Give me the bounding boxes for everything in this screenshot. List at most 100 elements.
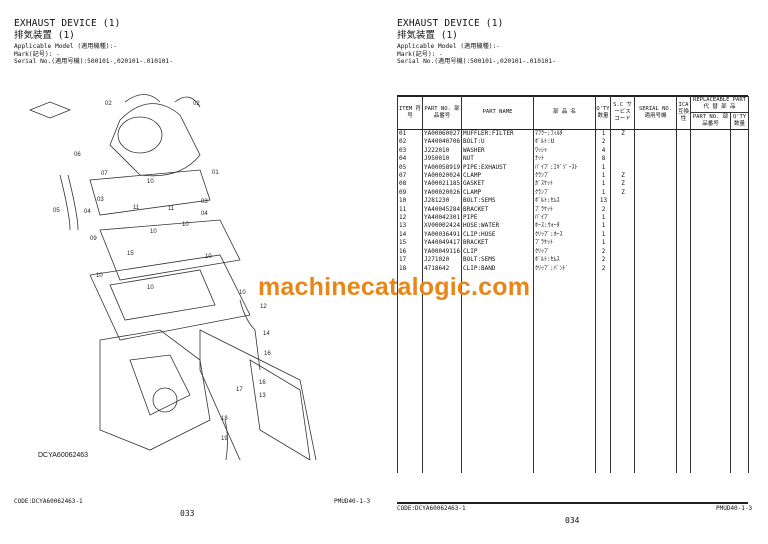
cell-item: 03 — [397, 146, 423, 156]
cell-item: 11 — [397, 205, 423, 215]
cell-sc — [610, 155, 635, 164]
cell-item: 17 — [397, 256, 423, 265]
cell-part-name: BOLT:SEMS — [461, 256, 534, 265]
mark: Mark(記号): - — [14, 50, 60, 58]
cell-empty — [729, 129, 750, 139]
cell-empty — [729, 180, 750, 189]
cell-empty — [634, 163, 677, 173]
cell-empty — [729, 205, 750, 215]
serial: Serial No.(適用号機):500101-,020101-.010101- — [397, 58, 556, 66]
cell-empty — [634, 146, 677, 156]
cell-sc — [610, 230, 635, 240]
callout-label: 07 — [101, 171, 108, 177]
header-part-no: PART NO. 部品番号 — [422, 96, 462, 130]
exploded-parts-diagram — [28, 94, 317, 460]
right-model-ref: PMUD40-1-3 — [716, 505, 753, 512]
left-title-en: EXHAUST DEVICE (1) — [14, 18, 121, 29]
callout-label: 10 — [205, 254, 212, 260]
cell-sc: Z — [610, 172, 635, 181]
cell-empty — [634, 222, 677, 231]
cell-qty: 2 — [595, 138, 611, 147]
callout-label: 16 — [264, 351, 271, 357]
cell-qty: 1 — [595, 239, 611, 248]
callout-label: 11 — [133, 205, 140, 211]
left-title-jp: 排気装置 (1) — [14, 30, 75, 41]
cell-part-no: 4718642 — [422, 264, 462, 273]
cell-empty — [729, 172, 750, 181]
callout-label: 10 — [147, 179, 154, 185]
cell-sc: Z — [610, 180, 635, 189]
cell-sc — [610, 264, 635, 273]
cell-sc — [610, 222, 635, 231]
applicable-model: Applicable Model (適用機種):- — [14, 43, 117, 50]
cell-qty: 2 — [595, 264, 611, 273]
serial: Serial No.(適用号機):500101-,020101-.010101- — [14, 58, 173, 66]
cell-empty — [690, 214, 731, 223]
cell-sc — [610, 214, 635, 223]
cell-part-no: YA00021185 — [422, 180, 462, 189]
cell-item: 13 — [397, 222, 423, 231]
callout-label: 10 — [239, 290, 246, 296]
cell-sc — [610, 138, 635, 147]
cell-sc: Z — [610, 188, 635, 198]
callout-label: 18 — [221, 416, 228, 422]
cell-empty — [634, 214, 677, 223]
cell-item: 10 — [397, 197, 423, 206]
cell-empty — [676, 129, 691, 139]
callout-label: 04 — [84, 209, 91, 215]
cell-sc — [610, 239, 635, 248]
callout-label: 11 — [168, 206, 175, 212]
cell-empty — [676, 239, 691, 248]
cell-jp-name: ｸﾘｯﾌﾟ:ﾊﾞﾝﾄﾞ — [533, 264, 596, 273]
header-jp-name: 部 品 名 — [533, 96, 596, 130]
cell-qty: 4 — [595, 146, 611, 156]
callout-label: 12 — [260, 304, 267, 310]
right-meta: Applicable Model (適用機種):- Mark(記号): - Se… — [397, 43, 556, 66]
cell-empty — [676, 163, 691, 173]
callout-label: 15 — [127, 251, 134, 257]
cell-empty — [690, 272, 731, 473]
header-replaceable-label: REPLACEABLE PART 代 替 部 品 — [691, 96, 749, 113]
cell-part-name: CLAMP — [461, 172, 534, 181]
header-rep-qty: Q'TY 数量 — [732, 114, 747, 127]
cell-jp-name: ｸﾘｯﾌﾟ:ﾎｰｽ — [533, 230, 596, 240]
cell-jp-name: ﾎﾞﾙﾄ:U — [533, 138, 596, 147]
cell-part-no: YA40045284 — [422, 205, 462, 215]
cell-empty — [690, 230, 731, 240]
cell-empty — [690, 163, 731, 173]
cell-empty — [690, 222, 731, 231]
cell-part-no: YA40040706 — [422, 138, 462, 147]
cell-empty — [676, 272, 691, 473]
cell-empty — [676, 146, 691, 156]
cell-item: 16 — [397, 247, 423, 257]
cell-part-no: YA40042301 — [422, 214, 462, 223]
cell-empty — [634, 256, 677, 265]
cell-empty — [676, 264, 691, 273]
cell-qty: 13 — [595, 197, 611, 206]
callout-label: 10 — [150, 229, 157, 235]
cell-qty: 1 — [595, 214, 611, 223]
cell-empty — [729, 272, 750, 473]
cell-part-name: HOSE:WATER — [461, 222, 534, 231]
cell-empty — [690, 180, 731, 189]
cell-empty — [533, 272, 596, 473]
cell-sc — [610, 163, 635, 173]
cell-empty — [729, 222, 750, 231]
right-title-en: EXHAUST DEVICE (1) — [397, 18, 504, 29]
cell-part-no: YA00058919 — [422, 163, 462, 173]
cell-jp-name: ﾎｰｽ:ｳｫｰﾀ — [533, 222, 596, 231]
cell-part-name: WASHER — [461, 146, 534, 156]
cell-empty — [595, 272, 611, 473]
callout-label: 10 — [96, 273, 103, 279]
left-page-number: 033 — [180, 509, 195, 518]
cell-empty — [634, 264, 677, 273]
cell-part-name: BRACKET — [461, 239, 534, 248]
cell-empty — [634, 129, 677, 139]
